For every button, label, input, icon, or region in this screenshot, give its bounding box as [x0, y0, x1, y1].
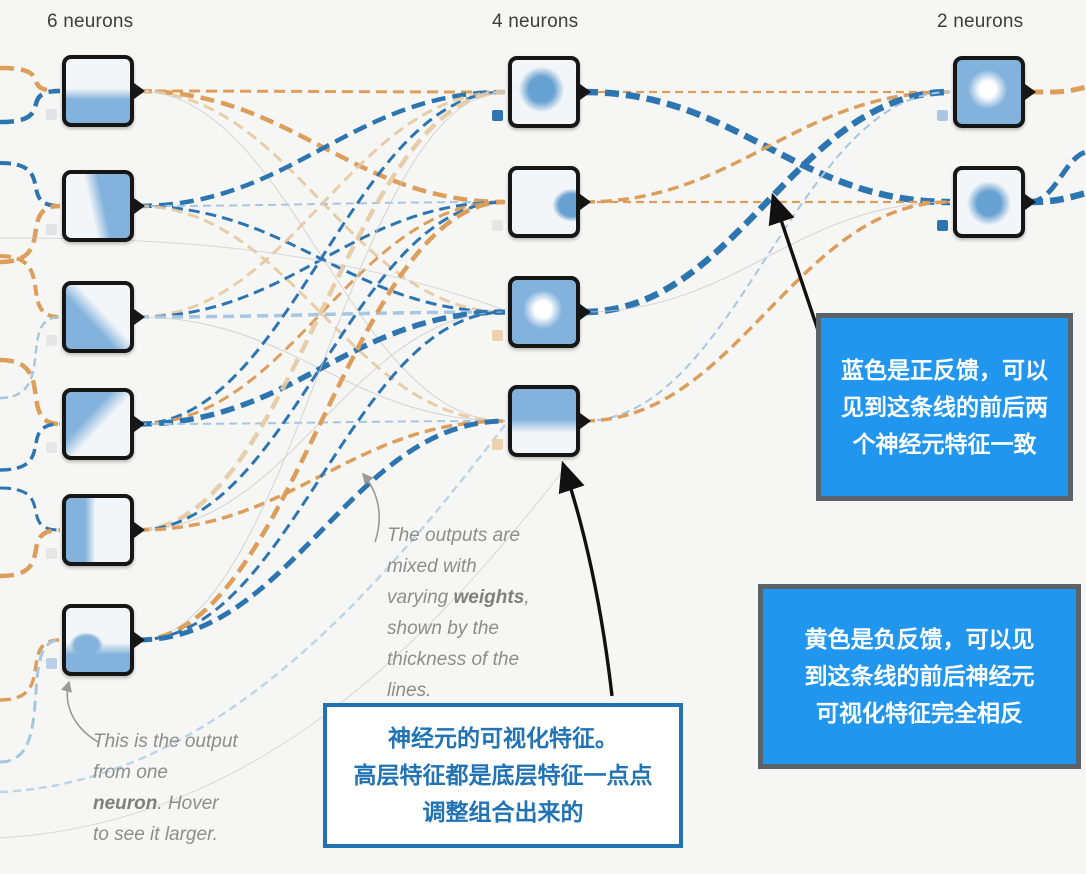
neuron-col1-row5[interactable] [62, 494, 145, 566]
connection-line [583, 91, 951, 422]
connection-line [0, 161, 61, 208]
connection-line [583, 200, 951, 423]
neuron-output-nub [134, 83, 145, 99]
annotation-line: 个神经元特征一致 [852, 430, 1037, 457]
neuron-output-nub [580, 304, 591, 320]
connection-line [583, 201, 951, 313]
annotation-neuron-feature-text: 神经元的可视化特征。高层特征都是底层特征一点点调整组合出来的 [354, 720, 653, 831]
bias-indicator [46, 548, 57, 559]
bias-indicator [937, 220, 948, 231]
neuron-output-nub [580, 413, 591, 429]
bias-indicator [492, 330, 503, 341]
neuron-col3-row2[interactable] [953, 166, 1036, 238]
neuron-col1-row3[interactable] [62, 281, 145, 353]
connection-line [137, 310, 506, 319]
neuron-col2-row2[interactable] [508, 166, 591, 238]
connection-line [1028, 84, 1086, 95]
neuron-output-nub [134, 198, 145, 214]
bias-indicator [492, 439, 503, 450]
annotation-line: 可视化特征完全相反 [816, 700, 1023, 726]
neuron-col2-row4[interactable] [508, 385, 591, 457]
connection-line [0, 638, 61, 764]
bias-indicator [492, 220, 503, 231]
annotation-line: 黄色是负反馈，可以见 [804, 626, 1035, 652]
bias-indicator [46, 335, 57, 346]
column-label-6-neurons: 6 neurons [47, 11, 134, 32]
connection-line [0, 424, 506, 794]
neuron-output-nub [134, 416, 145, 432]
connection-line [583, 88, 951, 316]
neuron-output-nub [1025, 84, 1036, 100]
arrow-to-neuron-feature [558, 460, 614, 697]
neuron-output-nub [580, 84, 591, 100]
annotation-line: 见到这条线的前后两 [841, 393, 1048, 420]
connection-line [0, 315, 61, 400]
connection-line [137, 310, 506, 642]
annotation-line: 蓝色是正反馈，可以 [841, 356, 1048, 383]
neuron-output-nub [134, 632, 145, 648]
connection-line [137, 418, 506, 643]
connection-line [583, 90, 951, 204]
annotation-yellow-negative-feedback: 黄色是负反馈，可以见到这条线的前后神经元可视化特征完全相反 [758, 584, 1081, 769]
neuron-col1-row4[interactable] [62, 388, 145, 460]
bias-indicator [937, 110, 948, 121]
connection-line [0, 65, 61, 94]
neuron-output-nub [134, 309, 145, 325]
annotation-yellow-negative-feedback-text: 黄色是负反馈，可以见到这条线的前后神经元可视化特征完全相反 [805, 621, 1035, 732]
connection-line [137, 89, 506, 314]
annotation-blue-positive-feedback-text: 蓝色是正反馈，可以见到这条线的前后两个神经元特征一致 [841, 352, 1048, 463]
connection-line [1028, 149, 1086, 205]
annotation-line: 调整组合出来的 [422, 799, 584, 825]
neuron-output-nub [1025, 194, 1036, 210]
column-label-2-neurons: 2 neurons [937, 11, 1024, 32]
column-label-4-neurons: 4 neurons [492, 11, 579, 32]
annotation-line: 到这条线的前后神经元 [804, 663, 1035, 689]
connection-line [137, 89, 506, 94]
neuron-col1-row6[interactable] [62, 604, 145, 676]
bias-indicator [46, 109, 57, 120]
curved-arrow-to-neuron [61, 680, 99, 743]
connection-line [137, 309, 506, 427]
connection-line [0, 638, 61, 702]
annotation-neuron-feature: 神经元的可视化特征。高层特征都是底层特征一点点调整组合出来的 [323, 703, 683, 848]
neuron-col2-row3[interactable] [508, 276, 591, 348]
connection-line [137, 90, 506, 426]
neuron-col1-row2[interactable] [62, 170, 145, 242]
neuron-col3-row1[interactable] [953, 56, 1036, 128]
connection-line [137, 199, 506, 643]
neuron-output-nub [134, 522, 145, 538]
connection-line [0, 203, 61, 265]
curved-arrow-to-lines [361, 472, 381, 543]
neuron-output-nub [580, 194, 591, 210]
connection-line [0, 254, 61, 319]
neuron-col1-row1[interactable] [62, 55, 145, 127]
connection-line [0, 422, 61, 472]
connection-line [137, 204, 506, 423]
bias-indicator [46, 442, 57, 453]
connection-line [137, 89, 506, 209]
connection-line [0, 486, 61, 532]
annotation-line: 高层特征都是底层特征一点点 [353, 762, 653, 788]
bias-indicator [46, 224, 57, 235]
bias-indicator [46, 658, 57, 669]
annotation-blue-positive-feedback: 蓝色是正反馈，可以见到这条线的前后两个神经元特征一致 [816, 313, 1073, 501]
connection-line [0, 527, 61, 579]
annotation-line: 神经元的可视化特征。 [388, 725, 618, 751]
neuron-col2-row1[interactable] [508, 56, 591, 128]
connection-line [0, 357, 61, 427]
bias-indicator [492, 110, 503, 121]
connection-line [137, 89, 506, 533]
connection-line [137, 91, 506, 641]
connection-line [137, 90, 506, 319]
